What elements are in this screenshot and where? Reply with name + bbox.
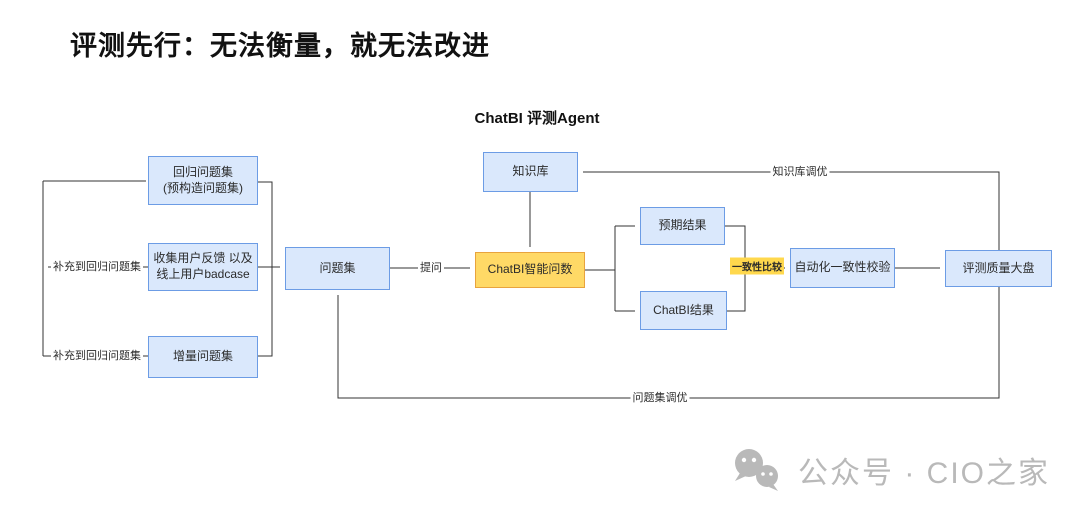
- node-label: 评测质量大盘: [962, 260, 1035, 275]
- node-label: 增量问题集: [172, 349, 233, 364]
- wechat-icon: [730, 447, 784, 493]
- node-label: 回归问题集: [172, 164, 233, 179]
- node-label: 自动化一致性校验: [794, 260, 891, 275]
- diagram-title: ChatBI 评测Agent: [474, 110, 600, 127]
- edge-right-collector: [258, 181, 273, 357]
- node-eval-dashboard: 评测质量大盘: [945, 250, 1052, 287]
- edge-label-supplement-bottom: 补充到回归问题集: [51, 347, 143, 363]
- edge-label-supplement-top: 补充到回归问题集: [51, 258, 143, 274]
- node-incremental-set: 增量问题集: [148, 336, 258, 378]
- node-user-feedback: 收集用户反馈 以及 线上用户badcase: [148, 243, 258, 291]
- node-chatbi-qa: ChatBI智能问数: [475, 252, 585, 288]
- edge-label-qs-tuning: 问题集调优: [630, 389, 690, 405]
- watermark-text: 公众号 · CIO之家: [798, 457, 1050, 490]
- node-question-set: 问题集: [285, 247, 390, 290]
- node-label: 问题集: [319, 260, 356, 275]
- edge-chatbi-split: [585, 226, 616, 311]
- node-label: 收集用户反馈 以及: [153, 251, 253, 266]
- node-knowledge-base: 知识库: [483, 152, 578, 192]
- node-label: 线上用户badcase: [156, 267, 250, 281]
- node-label: 知识库: [512, 164, 549, 179]
- node-regression-set: 回归问题集 (预构造问题集): [148, 156, 258, 205]
- node-label: (预构造问题集): [163, 180, 243, 195]
- edge-label-kb-tuning: 知识库调优: [770, 163, 830, 179]
- edge-label-consistency-compare: 一致性比较: [730, 257, 784, 275]
- node-label: 预期结果: [658, 218, 707, 233]
- page-title: 评测先行：无法衡量，就无法改进: [70, 31, 490, 61]
- watermark: 公众号 · CIO之家: [730, 447, 1050, 493]
- edge-label-ask: 提问: [418, 259, 444, 275]
- node-expected-result: 预期结果: [640, 207, 725, 245]
- node-label: ChatBI结果: [653, 302, 714, 317]
- node-chatbi-result: ChatBI结果: [640, 291, 727, 330]
- node-label: ChatBI智能问数: [487, 262, 573, 277]
- node-auto-consistency-check: 自动化一致性校验: [790, 248, 895, 288]
- edge-kb-tuning: [583, 171, 1000, 250]
